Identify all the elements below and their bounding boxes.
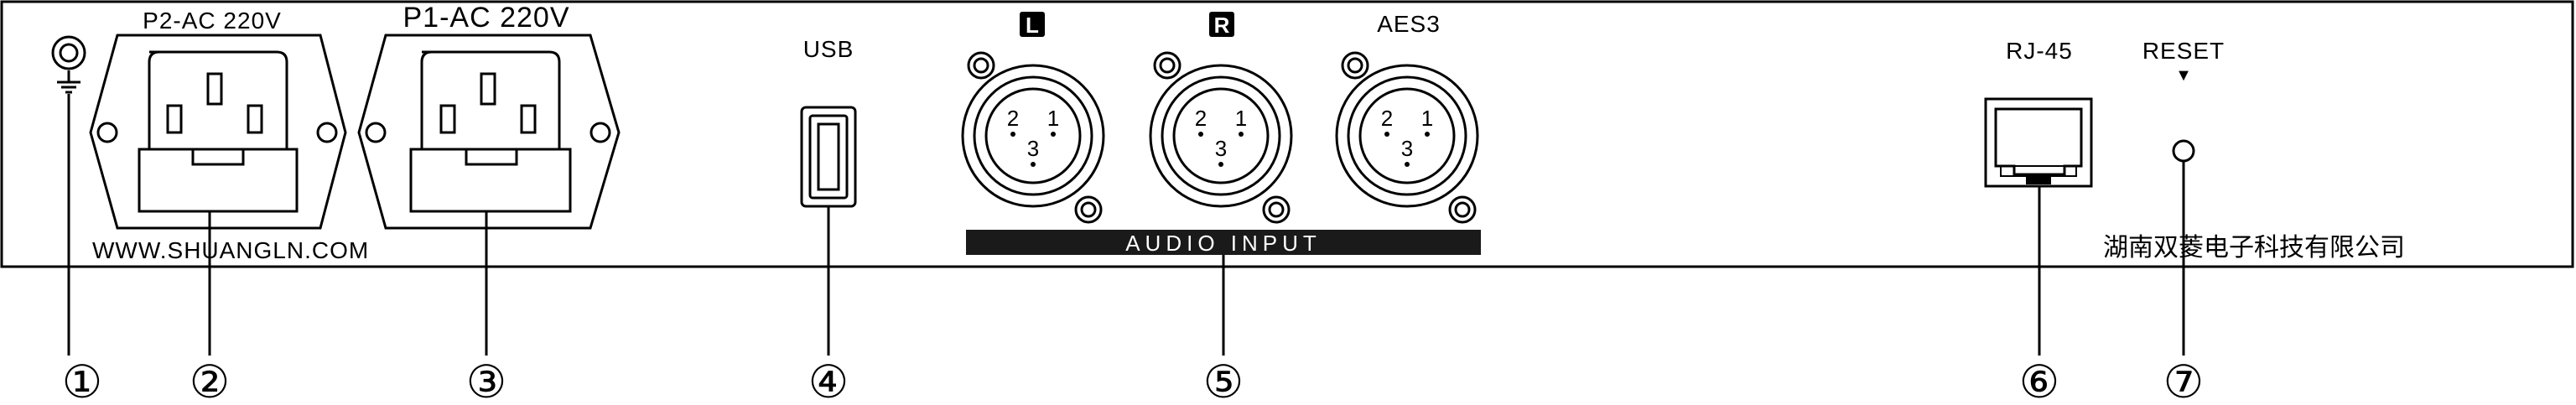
p1-label: P1-AC 220V bbox=[403, 2, 570, 34]
panel-outline bbox=[0, 0, 2574, 268]
reset-label: RESET bbox=[2142, 38, 2225, 64]
xlr-l-latch bbox=[967, 51, 995, 80]
xlr-r-pin1: 1 bbox=[1235, 106, 1247, 131]
p2-pin-earth bbox=[206, 72, 223, 106]
xlr-l-latch-inner bbox=[973, 57, 989, 74]
usb-label: USB bbox=[803, 36, 854, 62]
p2-power-inlet bbox=[89, 34, 347, 230]
xlr-aes3-screw bbox=[1448, 195, 1477, 224]
xlr-aes3-dot1 bbox=[1425, 132, 1430, 137]
xlr-r-badge-text: R bbox=[1214, 13, 1230, 38]
xlr-l-ring-outer bbox=[961, 64, 1105, 208]
callout-2: ② bbox=[190, 356, 230, 405]
p1-power-inlet bbox=[357, 34, 621, 230]
xlr-input-r: 2 1 3 bbox=[1149, 51, 1293, 224]
xlr-aes3-pin1: 1 bbox=[1421, 106, 1433, 131]
xlr-l-screw bbox=[1074, 195, 1103, 224]
p1-mount-hole-right bbox=[589, 122, 611, 143]
reset-arrow-icon: ▼ bbox=[2175, 66, 2192, 85]
p2-pin-left bbox=[166, 104, 183, 134]
p2-label: P2-AC 220V bbox=[143, 8, 282, 34]
p1-iec-socket bbox=[420, 50, 561, 151]
xlr-l-pin3: 3 bbox=[1027, 136, 1039, 161]
xlr-l-ring-mid bbox=[973, 75, 1093, 196]
xlr-input-l: 2 1 3 bbox=[961, 51, 1105, 224]
xlr-aes3-dot3 bbox=[1405, 162, 1410, 167]
xlr-aes3-pin2: 2 bbox=[1381, 106, 1393, 131]
xlr-r-dot3 bbox=[1218, 162, 1223, 167]
ground-terminal bbox=[51, 35, 86, 94]
audio-input-label: AUDIO INPUT bbox=[1125, 231, 1322, 256]
xlr-aes3-pin3: 3 bbox=[1401, 136, 1413, 161]
xlr-l-dot2 bbox=[1010, 132, 1015, 137]
xlr-aes3-dot2 bbox=[1384, 132, 1389, 137]
aes3-label: AES3 bbox=[1377, 11, 1441, 37]
xlr-l-screw-inner bbox=[1080, 201, 1097, 218]
xlr-r-latch bbox=[1153, 51, 1182, 80]
xlr-r-pin2: 2 bbox=[1195, 106, 1207, 131]
audio-input-band bbox=[966, 230, 1481, 255]
xlr-l-dot3 bbox=[1031, 162, 1036, 167]
xlr-r-ring-mid bbox=[1161, 75, 1281, 196]
xlr-r-dot1 bbox=[1239, 132, 1244, 137]
p1-inlet-flange bbox=[357, 34, 621, 230]
xlr-aes3-ring-mid bbox=[1347, 75, 1467, 196]
p1-pin-left bbox=[439, 104, 456, 134]
ground-terminal-inner bbox=[59, 43, 79, 63]
ground-terminal-outer bbox=[51, 35, 86, 70]
p1-fuse-drawer bbox=[409, 148, 572, 213]
p1-pin-right bbox=[520, 104, 537, 134]
xlr-l-pin1: 1 bbox=[1047, 106, 1059, 131]
reset-button[interactable] bbox=[2172, 139, 2195, 163]
xlr-l-ring-inner bbox=[984, 87, 1082, 184]
callout-7: ⑦ bbox=[2163, 356, 2204, 405]
p2-iec-socket bbox=[148, 50, 288, 151]
rj45-label: RJ-45 bbox=[2006, 38, 2073, 64]
p2-pin-right bbox=[247, 104, 263, 134]
xlr-l-dot1 bbox=[1051, 132, 1056, 137]
xlr-l-badge-box bbox=[1020, 12, 1045, 37]
p1-pin-earth bbox=[480, 72, 496, 106]
p1-mount-hole-left bbox=[365, 122, 387, 143]
p2-fuse-drawer bbox=[138, 148, 299, 213]
xlr-aes3-latch-inner bbox=[1347, 57, 1363, 74]
callout-1: ① bbox=[62, 356, 102, 405]
xlr-aes3-latch bbox=[1341, 51, 1369, 80]
p2-inlet-flange bbox=[89, 34, 347, 230]
xlr-l-badge: L bbox=[1020, 12, 1045, 38]
xlr-r-latch-inner bbox=[1159, 57, 1176, 74]
xlr-l-pin2: 2 bbox=[1007, 106, 1019, 131]
callout-4: ④ bbox=[808, 356, 849, 405]
callout-5: ⑤ bbox=[1203, 356, 1244, 405]
xlr-r-screw-inner bbox=[1268, 201, 1285, 218]
callout-3: ③ bbox=[466, 356, 506, 405]
xlr-aes3-ring-inner bbox=[1358, 87, 1456, 184]
callout-6: ⑥ bbox=[2019, 356, 2059, 405]
xlr-r-badge-box bbox=[1209, 12, 1234, 37]
xlr-r-badge: R bbox=[1209, 12, 1234, 38]
rj45-latch bbox=[2026, 174, 2051, 184]
xlr-r-ring-inner bbox=[1172, 87, 1270, 184]
company-name: 湖南双菱电子科技有限公司 bbox=[2103, 234, 2405, 262]
xlr-l-badge-text: L bbox=[1026, 13, 1039, 38]
xlr-aes3-screw-inner bbox=[1454, 201, 1471, 218]
xlr-r-screw bbox=[1262, 195, 1291, 224]
xlr-aes3-ring-outer bbox=[1335, 64, 1479, 208]
usb-port-mid bbox=[808, 114, 849, 200]
usb-port-tongue bbox=[817, 122, 840, 191]
rj45-port bbox=[1984, 97, 2093, 188]
website-text: WWW.SHUANGLN.COM bbox=[92, 237, 369, 263]
xlr-r-dot2 bbox=[1198, 132, 1203, 137]
xlr-r-ring-outer bbox=[1149, 64, 1293, 208]
p2-mount-hole-left bbox=[96, 122, 118, 143]
xlr-r-pin3: 3 bbox=[1215, 136, 1227, 161]
xlr-input-aes3: 2 1 3 bbox=[1335, 51, 1479, 224]
p2-mount-hole-right bbox=[316, 122, 338, 143]
